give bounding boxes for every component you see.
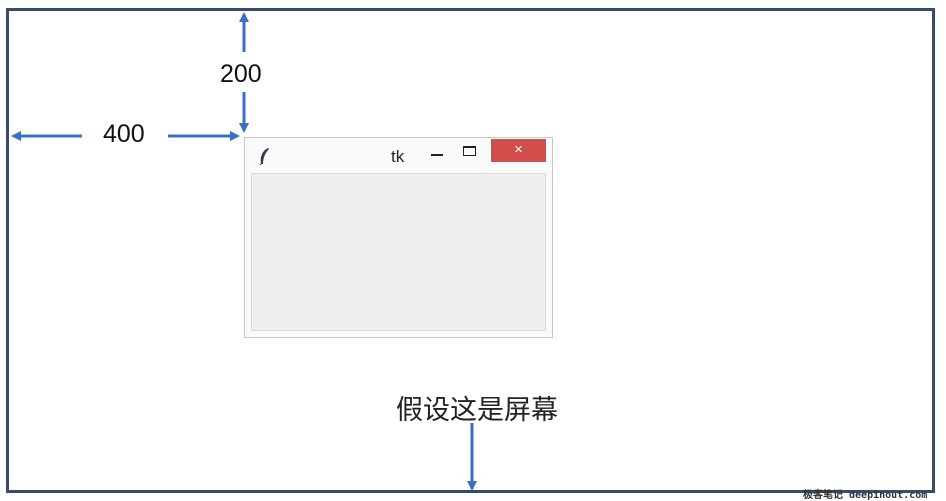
feather-icon: [259, 148, 269, 165]
minimize-icon[interactable]: [431, 154, 443, 156]
offset-x-label: 400: [103, 120, 145, 148]
maximize-icon[interactable]: [463, 146, 476, 156]
tk-window: tk ×: [244, 137, 553, 338]
window-titlebar[interactable]: tk ×: [245, 138, 552, 173]
close-icon[interactable]: ×: [491, 139, 546, 162]
screen-label: 假设这是屏幕: [396, 395, 558, 426]
window-client-area: [251, 173, 546, 331]
offset-y-label: 200: [220, 60, 262, 88]
watermark: 极客笔记 deepinout.com: [803, 490, 928, 501]
window-title: tk: [391, 147, 405, 166]
